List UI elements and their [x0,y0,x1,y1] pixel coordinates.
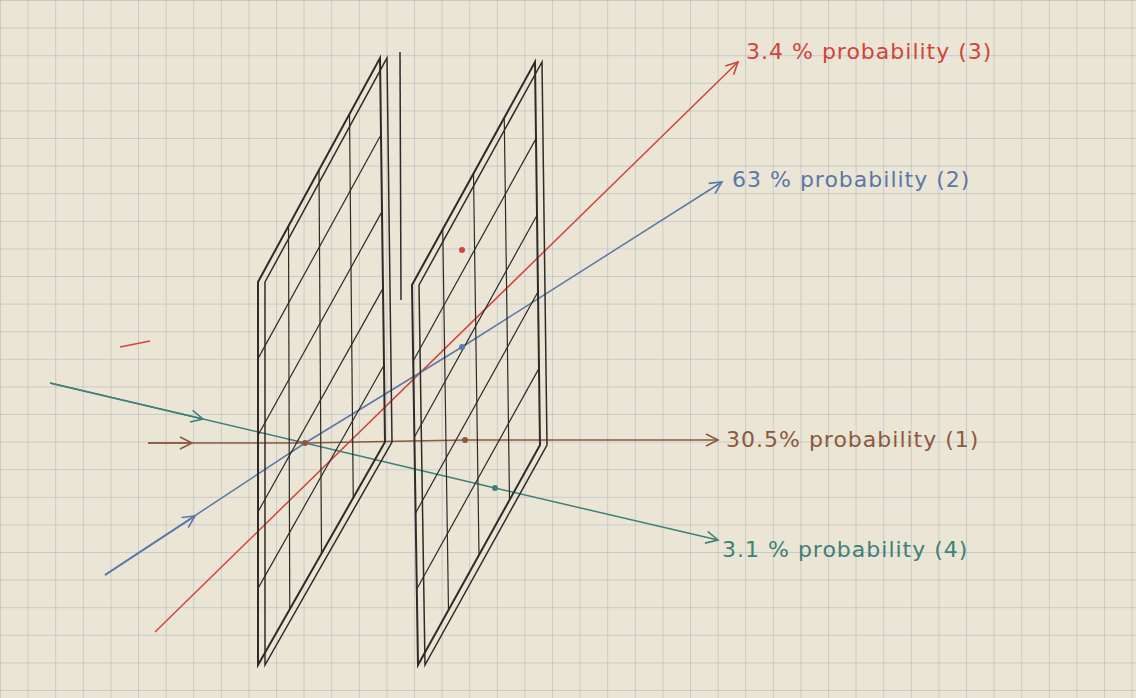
left-plate [258,52,401,665]
hit-dots [302,247,498,491]
probability-label: 3.1 % probability (4) [722,537,968,563]
blue-ray-arrow [105,516,195,575]
brown-ray [148,440,718,443]
probability-label: 3.4 % probability (3) [746,39,992,65]
probability-label: 30.5% probability (1) [726,427,979,453]
brown-ray-arrow [148,442,192,444]
teal-ray-arrow [50,383,203,419]
probability-label: 63 % probability (2) [732,167,970,193]
red-tick [120,341,150,347]
rays [50,62,738,632]
red-ray [155,62,738,632]
right-plate [412,62,547,665]
